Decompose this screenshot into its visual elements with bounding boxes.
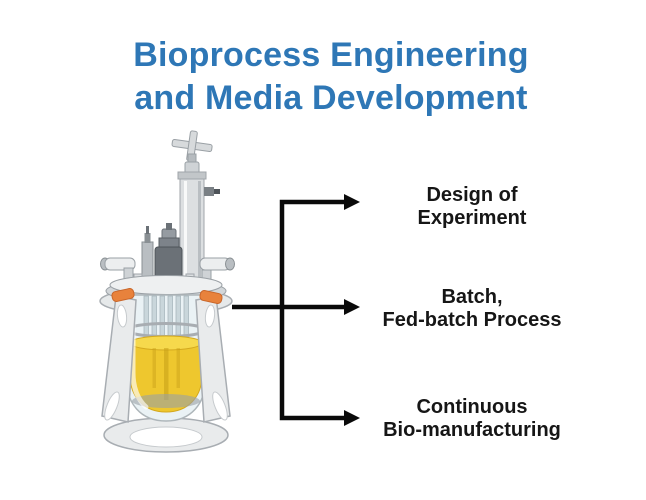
- process-label-continuous-biomanufacturing: Continuous Bio-manufacturing: [362, 396, 582, 442]
- process-label-design-of-experiment: Design of Experiment: [362, 184, 582, 230]
- bioreactor-svg: [99, 130, 235, 453]
- label-line: Experiment: [417, 207, 527, 229]
- stirrer-coupling-icon: [171, 130, 213, 175]
- page-title: Bioprocess Engineering and Media Develop…: [16, 34, 646, 120]
- arrowhead-middle-icon: [344, 299, 360, 315]
- headplate-probes: [100, 223, 235, 283]
- branch-bracket-line: [279, 199, 346, 421]
- label-line: Bio-manufacturing: [383, 419, 561, 441]
- arrows-svg: [232, 194, 360, 426]
- arrowhead-top-icon: [344, 194, 360, 210]
- orange-clip-left: [111, 288, 135, 302]
- arrowhead-bottom-icon: [344, 410, 360, 426]
- process-label-batch-fed-batch: Batch, Fed-batch Process: [362, 286, 582, 332]
- bioreactor-illustration: [88, 130, 248, 465]
- label-line: Fed-batch Process: [382, 309, 562, 331]
- label-line: Design of: [426, 184, 518, 206]
- label-line: Continuous: [416, 396, 528, 418]
- title-line-1: Bioprocess Engineering: [133, 36, 529, 74]
- label-line: Batch,: [441, 286, 503, 308]
- orange-clip-right: [199, 290, 223, 304]
- title-line-2: and Media Development: [134, 79, 528, 117]
- stand-legs: [101, 288, 231, 423]
- connector-arrows: [228, 188, 372, 432]
- stand-base: [103, 417, 229, 453]
